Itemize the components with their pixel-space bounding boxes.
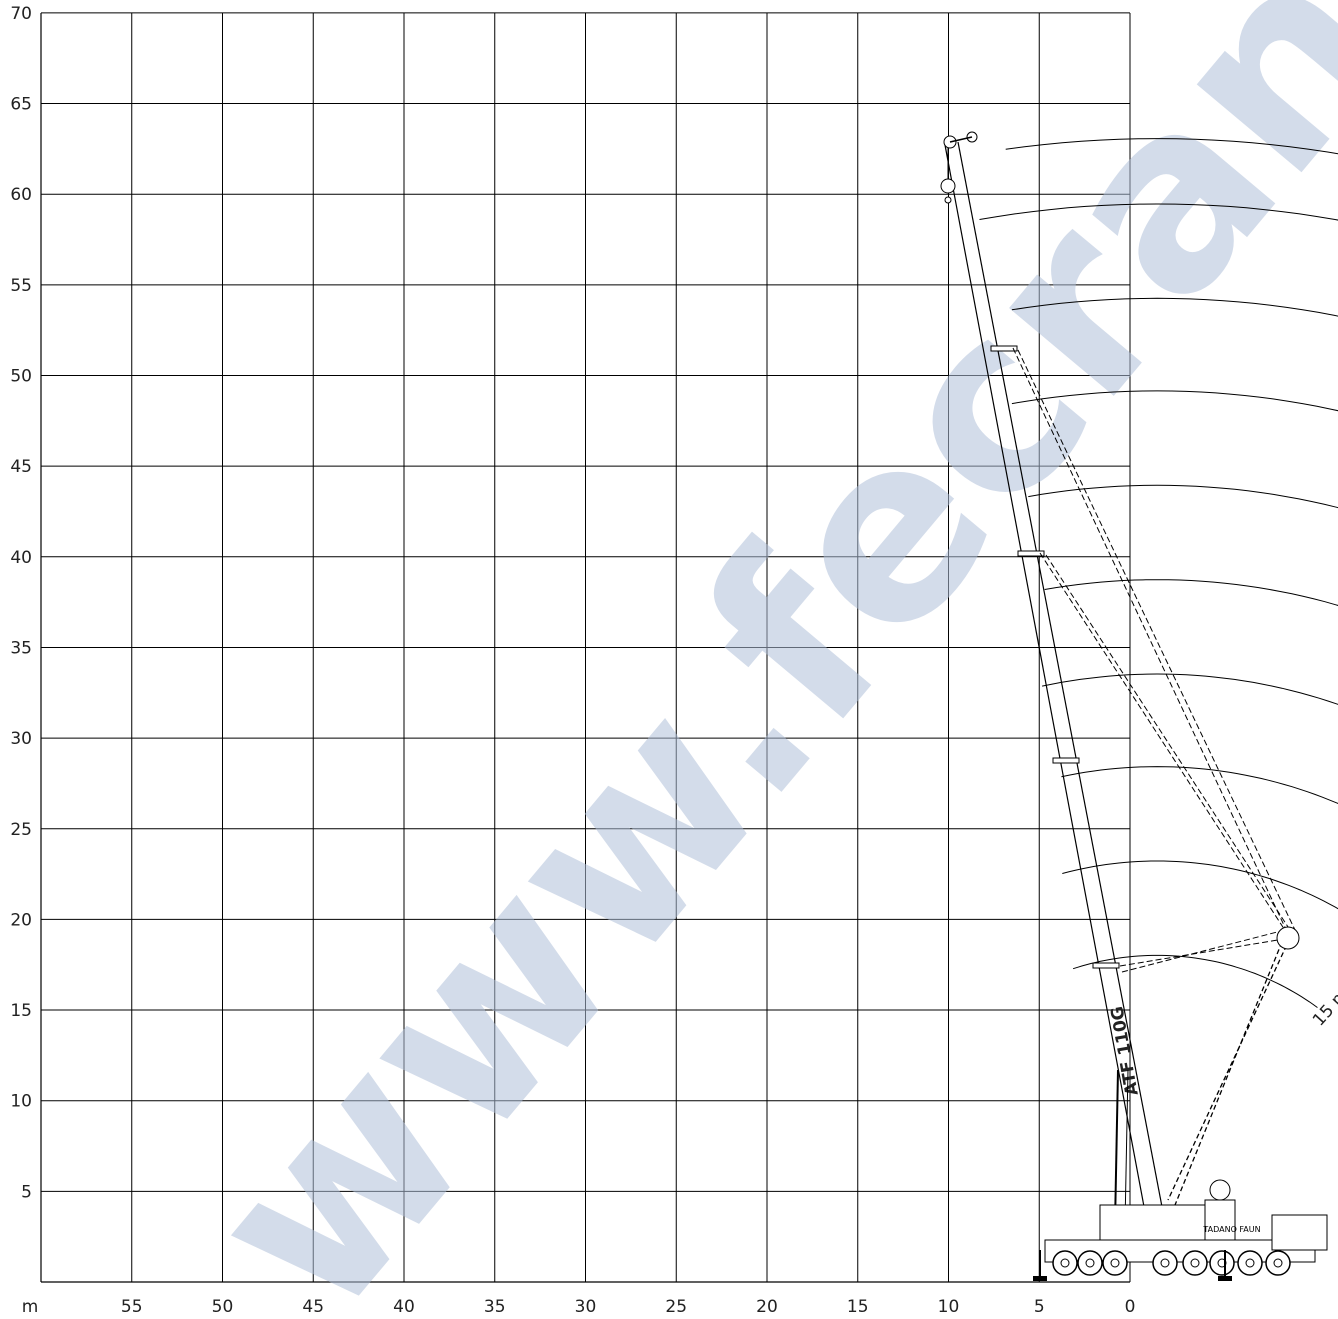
radius-arc-label: 15 m xyxy=(1309,985,1338,1031)
y-tick-label: 65 xyxy=(10,95,32,115)
boom-stencil: ATF 110G xyxy=(1107,1005,1142,1098)
superlift-back-tie xyxy=(1167,937,1291,1201)
boom-edge xyxy=(957,141,1164,1213)
wheel-hub xyxy=(1190,1258,1200,1268)
x-unit-label: m xyxy=(22,1297,39,1317)
wheel-hub xyxy=(1110,1258,1120,1268)
luffing-cylinder xyxy=(1114,1069,1119,1226)
radius-arc xyxy=(979,203,1338,221)
boom-collar xyxy=(1092,962,1120,969)
boom-collar xyxy=(990,345,1018,352)
x-tick-label: 35 xyxy=(484,1297,506,1317)
superlift-tie xyxy=(1039,552,1291,939)
superlift-strut xyxy=(1121,929,1286,973)
superlift-back-tie xyxy=(1174,941,1283,1206)
boom-collar xyxy=(1052,757,1080,764)
counterweight xyxy=(1204,1199,1236,1241)
y-tick-label: 45 xyxy=(10,457,32,477)
y-tick-label: 30 xyxy=(10,729,32,749)
hook-block xyxy=(940,178,956,194)
x-tick-label: 30 xyxy=(575,1297,597,1317)
winch-drum xyxy=(1209,1179,1231,1201)
radius-arc xyxy=(1061,766,1338,805)
x-tick-label: 15 xyxy=(847,1297,869,1317)
outrigger-pad xyxy=(1218,1276,1232,1281)
wheel-hub xyxy=(1273,1258,1283,1268)
superstructure xyxy=(1099,1204,1206,1241)
y-tick-label: 5 xyxy=(21,1182,32,1202)
wheel-hub xyxy=(1245,1258,1255,1268)
boom-edge xyxy=(944,144,1146,1213)
wheel-hub xyxy=(1085,1258,1095,1268)
y-tick-label: 60 xyxy=(10,185,32,205)
watermark-layer: www.fecrane.com xyxy=(152,0,1338,1319)
y-tick-label: 15 xyxy=(10,1001,32,1021)
radius-arc xyxy=(1042,673,1338,705)
x-tick-label: 45 xyxy=(302,1297,324,1317)
y-tick-label: 40 xyxy=(10,548,32,568)
superlift-tie xyxy=(1045,554,1291,931)
radius-arc xyxy=(1011,297,1338,317)
boom-collar xyxy=(1017,550,1045,557)
x-tick-label: 0 xyxy=(1125,1297,1136,1317)
x-tick-label: 20 xyxy=(756,1297,778,1317)
luffing-cylinder xyxy=(1124,1069,1129,1226)
y-tick-label: 20 xyxy=(10,910,32,930)
y-tick-label: 10 xyxy=(10,1092,32,1112)
watermark-text: www.fecrane.com xyxy=(152,0,1338,1319)
wheel-hub xyxy=(1060,1258,1070,1268)
outrigger-pad xyxy=(1033,1276,1047,1281)
wheel-hub xyxy=(1160,1258,1170,1268)
hook xyxy=(944,196,952,204)
x-tick-label: 25 xyxy=(665,1297,687,1317)
driver-cab xyxy=(1271,1214,1328,1251)
superlift-strut xyxy=(1119,937,1291,967)
boom-head xyxy=(949,136,973,143)
y-tick-label: 55 xyxy=(10,276,32,296)
radius-arc xyxy=(1072,954,1326,1014)
grid xyxy=(40,12,1131,1283)
radius-arc xyxy=(1044,579,1338,606)
x-tick-label: 10 xyxy=(938,1297,960,1317)
y-tick-label: 35 xyxy=(10,638,32,658)
x-tick-label: 5 xyxy=(1034,1297,1045,1317)
radius-arc xyxy=(1028,484,1338,509)
x-tick-label: 55 xyxy=(121,1297,143,1317)
superlift-head xyxy=(1276,926,1300,950)
crane-drawing: ATF 110G TADANO FAUN xyxy=(940,131,1328,1281)
x-tick-label: 40 xyxy=(393,1297,415,1317)
brand-label: TADANO FAUN xyxy=(1202,1225,1260,1234)
radius-arc xyxy=(1062,860,1338,910)
superlift-tie xyxy=(1017,349,1296,931)
y-tick-label: 50 xyxy=(10,367,32,387)
radius-arc xyxy=(1011,390,1338,412)
radius-arc xyxy=(1005,138,1338,155)
y-tick-label: 70 xyxy=(10,4,32,24)
superlift-tie xyxy=(1012,347,1291,939)
y-tick-label: 25 xyxy=(10,820,32,840)
x-tick-label: 50 xyxy=(212,1297,234,1317)
